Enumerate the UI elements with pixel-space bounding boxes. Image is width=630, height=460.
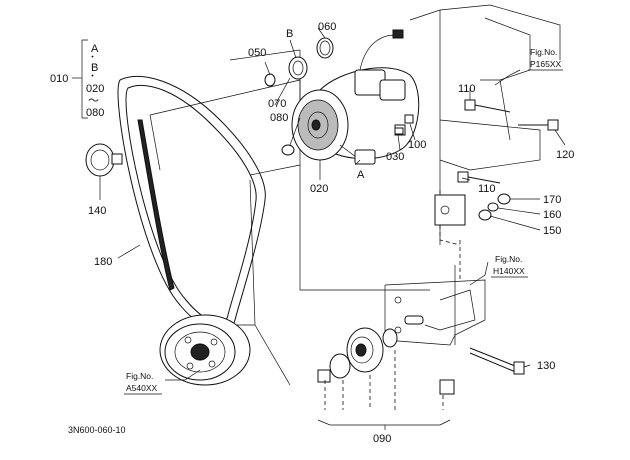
- label-130: 130: [537, 360, 555, 372]
- marker-b: B: [286, 28, 293, 40]
- v-belt: [117, 75, 266, 332]
- fig-ref-p165-code: P165XX: [530, 59, 562, 69]
- tensioner-set: [317, 327, 525, 430]
- seal-parts: [264, 37, 414, 156]
- label-140: 140: [88, 205, 106, 217]
- group-bracket: [72, 39, 88, 119]
- label-050: 050: [248, 47, 266, 59]
- group-list-to: 080: [86, 107, 104, 119]
- label-090: 090: [373, 433, 391, 445]
- label-100: 100: [408, 139, 426, 151]
- label-010: 010: [50, 73, 68, 85]
- compressor-assembly: [291, 29, 420, 165]
- label-060: 060: [318, 21, 336, 33]
- group-list-tilde: ～: [88, 95, 99, 107]
- label-020: 020: [310, 183, 328, 195]
- label-110-top: 110: [458, 83, 476, 95]
- group-list-dot-2: ・: [88, 71, 97, 81]
- fig-ref-h140-code: H140XX: [493, 266, 525, 276]
- fig-ref-p165-title: Fig.No.: [530, 47, 557, 57]
- label-030: 030: [386, 151, 404, 163]
- label-170: 170: [543, 194, 561, 206]
- group-list-dot-1: ・: [88, 52, 97, 62]
- mounting-bracket: [409, 4, 561, 246]
- idler-pulley-140: [85, 143, 123, 177]
- label-080: 080: [270, 112, 288, 124]
- group-list-from: 020: [86, 83, 104, 95]
- group-list-b: B: [91, 62, 98, 74]
- tensioner-bracket: [384, 240, 486, 346]
- fig-ref-a540-title: Fig.No.: [126, 371, 153, 381]
- crank-pulley: [159, 314, 251, 386]
- leader-lines: [99, 27, 566, 381]
- drawing-code: 3N600-060-10: [68, 425, 126, 435]
- label-180: 180: [94, 256, 112, 268]
- group-list-a: A: [91, 43, 99, 55]
- label-160: 160: [543, 209, 561, 221]
- marker-a: A: [357, 169, 365, 181]
- label-110-bottom: 110: [478, 183, 496, 195]
- fig-ref-h140-title: Fig.No.: [495, 254, 522, 264]
- fig-ref-a540-code: A540XX: [126, 383, 158, 393]
- bolts: [457, 99, 559, 221]
- label-070: 070: [268, 98, 286, 110]
- label-120: 120: [556, 149, 574, 161]
- label-150: 150: [543, 225, 561, 237]
